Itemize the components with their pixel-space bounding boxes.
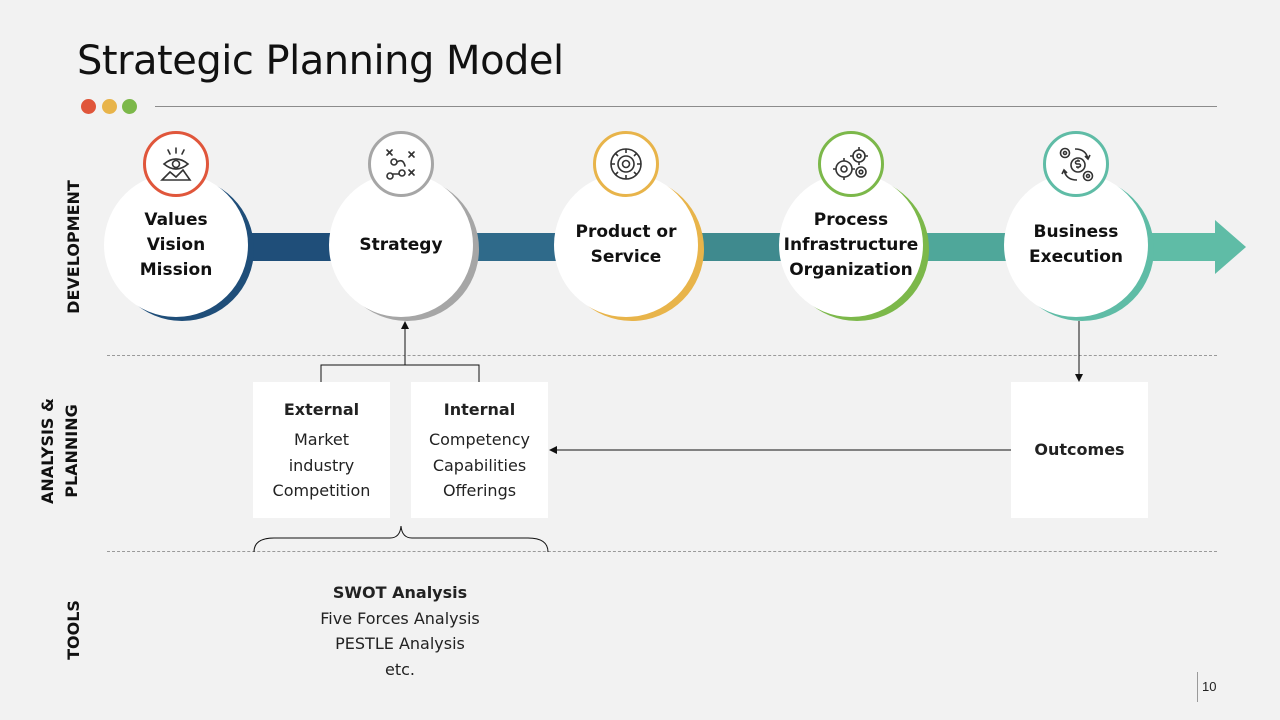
external-heading: External	[283, 400, 360, 419]
gear-icon	[593, 131, 659, 197]
outcomes-heading: Outcomes	[1034, 440, 1125, 459]
page-title: Strategic Planning Model	[77, 38, 564, 84]
tools-item: PESTLE Analysis	[335, 634, 465, 653]
tools-list: SWOT Analysis Five Forces Analysis PESTL…	[300, 580, 500, 682]
timeline-band-segment	[240, 233, 340, 261]
tools-curly-brace	[253, 525, 549, 553]
internal-item: Offerings	[442, 481, 517, 500]
internal-item: Competency	[428, 430, 531, 449]
tools-item: Five Forces Analysis	[320, 608, 480, 628]
gears-process-icon	[818, 131, 884, 197]
row-label-tools: TOOLS	[64, 600, 83, 660]
row-divider-top	[107, 355, 1217, 356]
decor-dot-red	[81, 99, 96, 114]
stage-disc: Strategy	[329, 173, 473, 317]
row-label-development: DEVELOPMENT	[64, 180, 83, 314]
vision-icon	[143, 131, 209, 197]
page-number: 10	[1197, 672, 1224, 702]
external-internal-bracket	[320, 364, 480, 382]
money-cycle-icon	[1043, 131, 1109, 197]
external-item: Market	[294, 430, 349, 449]
timeline-band-segment	[920, 233, 1015, 261]
outcomes-box: Outcomes	[1011, 382, 1148, 518]
title-divider	[155, 106, 1217, 107]
timeline-band-segment	[1145, 233, 1217, 261]
strategy-play-icon	[368, 131, 434, 197]
timeline-arrow-head	[1215, 220, 1246, 274]
decor-dot-yellow	[102, 99, 117, 114]
internal-factors-box: Internal Competency Capabilities Offerin…	[411, 382, 548, 518]
timeline-band-segment	[695, 233, 790, 261]
internal-heading: Internal	[443, 400, 516, 419]
internal-item: Capabilities	[432, 455, 527, 475]
row-label-analysis-planning: ANALYSIS & PLANNING	[38, 398, 81, 504]
external-item: industry	[288, 455, 355, 475]
decor-dot-green	[122, 99, 137, 114]
row-divider-bottom	[107, 551, 1217, 552]
tools-item: etc.	[385, 659, 415, 679]
external-factors-box: External Market industry Competition	[253, 382, 390, 518]
timeline-band-segment	[470, 233, 565, 261]
tools-heading: SWOT Analysis	[332, 583, 468, 602]
external-item: Competition	[272, 481, 371, 500]
